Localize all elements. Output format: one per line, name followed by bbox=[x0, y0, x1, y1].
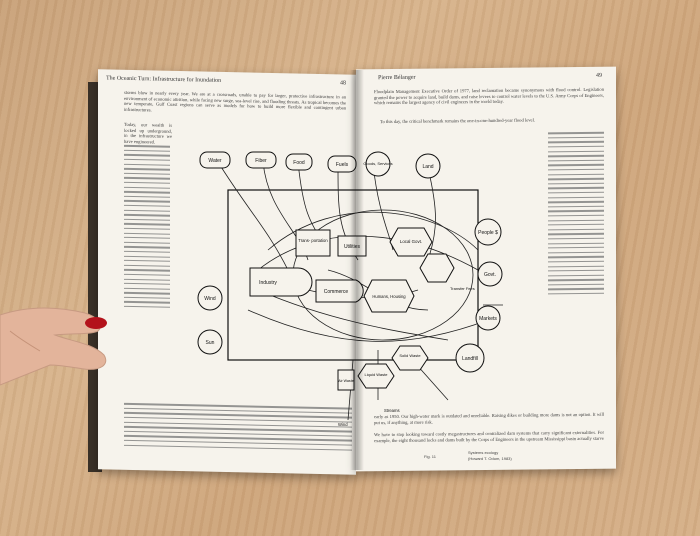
node-hex-right bbox=[419, 253, 455, 283]
svg-text:Humans, Housing: Humans, Housing bbox=[372, 294, 406, 299]
node-utilities: Utilities bbox=[337, 235, 367, 257]
node-goods-services: Goods, Services bbox=[363, 151, 393, 177]
svg-text:Markets: Markets bbox=[479, 316, 497, 322]
node-fuels: Fuels bbox=[327, 155, 357, 173]
node-fiber: Fiber bbox=[245, 151, 277, 169]
svg-text:Air Waste: Air Waste bbox=[338, 379, 353, 383]
book-spine-shadow bbox=[350, 70, 364, 470]
svg-text:Liquid Waste: Liquid Waste bbox=[365, 372, 389, 377]
right-column-text-block bbox=[548, 129, 604, 298]
left-running-header: The Oceanic Turn: Infrastructure for Inu… bbox=[106, 75, 222, 84]
node-people: People $ bbox=[474, 218, 502, 246]
svg-text:Land: Land bbox=[422, 164, 433, 170]
left-page-number: 48 bbox=[340, 80, 346, 87]
figure-credit: (Howard T. Odum, 1983) bbox=[468, 456, 512, 461]
svg-text:Govt.: Govt. bbox=[484, 272, 496, 278]
left-paragraph-1: storms blow in nearly every year. We are… bbox=[124, 89, 346, 113]
transfer-fees-label: Transfer Fees bbox=[450, 286, 475, 291]
node-markets: Markets bbox=[475, 305, 501, 331]
svg-text:Sun: Sun bbox=[206, 340, 215, 346]
svg-text:Goods, Services: Goods, Services bbox=[363, 161, 392, 166]
node-sun: Sun bbox=[197, 329, 223, 355]
node-solid-waste: Solid Waste bbox=[391, 345, 429, 371]
node-water: Water bbox=[199, 151, 231, 169]
svg-text:Trans- portation: Trans- portation bbox=[298, 238, 328, 243]
svg-text:Fuels: Fuels bbox=[336, 162, 349, 168]
node-commerce: Commerce bbox=[315, 279, 364, 303]
painted-fingernail bbox=[85, 317, 107, 329]
node-landfill: Landfill bbox=[455, 343, 485, 373]
node-liquid-waste: Liquid Waste bbox=[357, 363, 395, 389]
right-paragraph-1: Floodplain Management Executive Order of… bbox=[374, 86, 604, 106]
svg-text:Solid Waste: Solid Waste bbox=[399, 353, 421, 358]
svg-text:Wind: Wind bbox=[204, 296, 216, 302]
node-transportation: Trans- portation bbox=[295, 229, 331, 257]
node-wind-left: Wind bbox=[197, 285, 223, 311]
svg-text:Commerce: Commerce bbox=[324, 289, 349, 295]
node-local-govt: Local Govt. bbox=[389, 227, 433, 257]
node-industry: Industry bbox=[249, 267, 313, 297]
node-air-waste: Air Waste bbox=[337, 369, 355, 391]
hand-holding-book bbox=[0, 307, 107, 386]
left-column-text-block bbox=[124, 142, 170, 312]
open-book: The Oceanic Turn: Infrastructure for Inu… bbox=[88, 62, 618, 475]
svg-text:Landfill: Landfill bbox=[462, 356, 478, 362]
svg-text:Water: Water bbox=[208, 158, 221, 164]
node-govt: Govt. bbox=[477, 261, 503, 287]
right-paragraph-2: To this day, the critical benchmark rema… bbox=[380, 117, 535, 125]
svg-text:Local Govt.: Local Govt. bbox=[400, 239, 422, 244]
right-page-number: 49 bbox=[596, 72, 602, 79]
svg-text:Industry: Industry bbox=[259, 280, 277, 286]
figure-title: Systems ecology bbox=[468, 450, 499, 455]
svg-text:Fiber: Fiber bbox=[255, 158, 267, 164]
svg-text:Food: Food bbox=[293, 160, 305, 166]
right-running-header: Pierre Bélanger bbox=[378, 74, 416, 82]
svg-text:Utilities: Utilities bbox=[344, 244, 361, 250]
node-humans-housing: Humans, Housing bbox=[363, 279, 415, 313]
systems-ecology-diagram: Water Fiber Food Fuels Goods, Services L… bbox=[197, 151, 503, 427]
figure-label: Fig. 11 bbox=[424, 454, 436, 459]
svg-text:People $: People $ bbox=[478, 230, 498, 236]
wind-bottom-label: Wind bbox=[338, 422, 348, 427]
node-food: Food bbox=[285, 153, 313, 171]
streams-label: Streams bbox=[384, 408, 400, 413]
node-land: Land bbox=[415, 153, 441, 179]
